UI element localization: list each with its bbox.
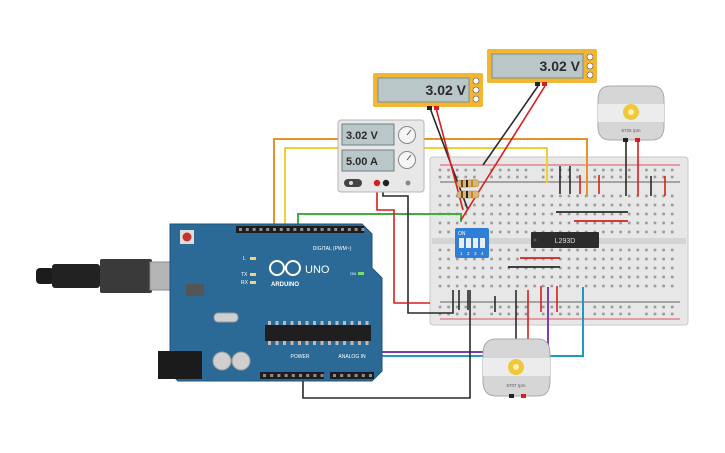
multimeter-1-reading: 3.02 V — [426, 82, 467, 98]
analog-header — [330, 372, 374, 379]
dip-toggle-3[interactable] — [473, 238, 478, 248]
microcontroller-chip — [265, 325, 371, 341]
digital-header — [236, 226, 364, 233]
usb-cable[interactable] — [36, 259, 179, 293]
dip-toggle-4[interactable] — [480, 238, 485, 248]
wire-orange — [273, 138, 588, 232]
on-led-label: ON — [350, 271, 356, 276]
driver-chip[interactable]: L293D — [531, 232, 599, 248]
psu-positive-terminal[interactable] — [373, 179, 381, 187]
psu-current-display: 5.00 A — [346, 156, 378, 168]
multimeter-2[interactable]: 3.02 V — [487, 49, 597, 86]
analog-label: ANALOG IN — [338, 354, 366, 360]
rx-led-label: RX — [241, 280, 249, 286]
wire-red-psu — [376, 185, 430, 304]
psu-negative-terminal[interactable] — [382, 179, 390, 187]
tx-led-label: TX — [241, 272, 248, 278]
multimeter-2-reading: 3.02 V — [540, 58, 581, 74]
psu-voltage-display: 3.02 V — [346, 130, 378, 142]
wire-black-gnd — [302, 290, 471, 399]
dc-motor-1[interactable]: 6725 rpm — [597, 85, 665, 142]
wire-green — [297, 213, 462, 232]
l-led-label: L — [243, 256, 246, 262]
dip-number-1: 1 — [460, 251, 463, 256]
arduino-uno[interactable]: DIGITAL (PWM~) L TX RX UNO ARDUINO ON — [158, 223, 383, 382]
dip-number-3: 3 — [474, 251, 477, 256]
driver-chip-label: L293D — [555, 238, 576, 245]
digital-label: DIGITAL (PWM~) — [313, 246, 352, 252]
dip-toggle-2[interactable] — [466, 238, 471, 248]
arduino-logo-icon — [269, 260, 301, 276]
wire-black-psu — [382, 185, 454, 314]
dip-number-2: 2 — [467, 251, 470, 256]
board-brand: ARDUINO — [271, 282, 299, 288]
multimeter-1[interactable]: 3.02 V — [373, 73, 483, 110]
resistor[interactable] — [456, 179, 480, 199]
dc-motor-2[interactable]: 6707 rpm — [482, 338, 551, 398]
power-label: POWER — [291, 354, 310, 360]
motor-2-speed: 6707 rpm — [506, 383, 525, 388]
wire-black-meter2 — [482, 85, 539, 166]
board-model: UNO — [305, 264, 330, 276]
dip-number-4: 4 — [481, 251, 484, 256]
dc-power-jack[interactable] — [158, 351, 202, 379]
power-supply[interactable]: 3.02 V 5.00 A — [337, 119, 425, 193]
dip-switch[interactable]: ON 1 2 3 4 — [455, 228, 489, 258]
dip-toggle-1[interactable] — [459, 238, 464, 248]
dip-switch-on-label: ON — [458, 231, 466, 237]
motor-1-speed: 6725 rpm — [621, 128, 640, 133]
